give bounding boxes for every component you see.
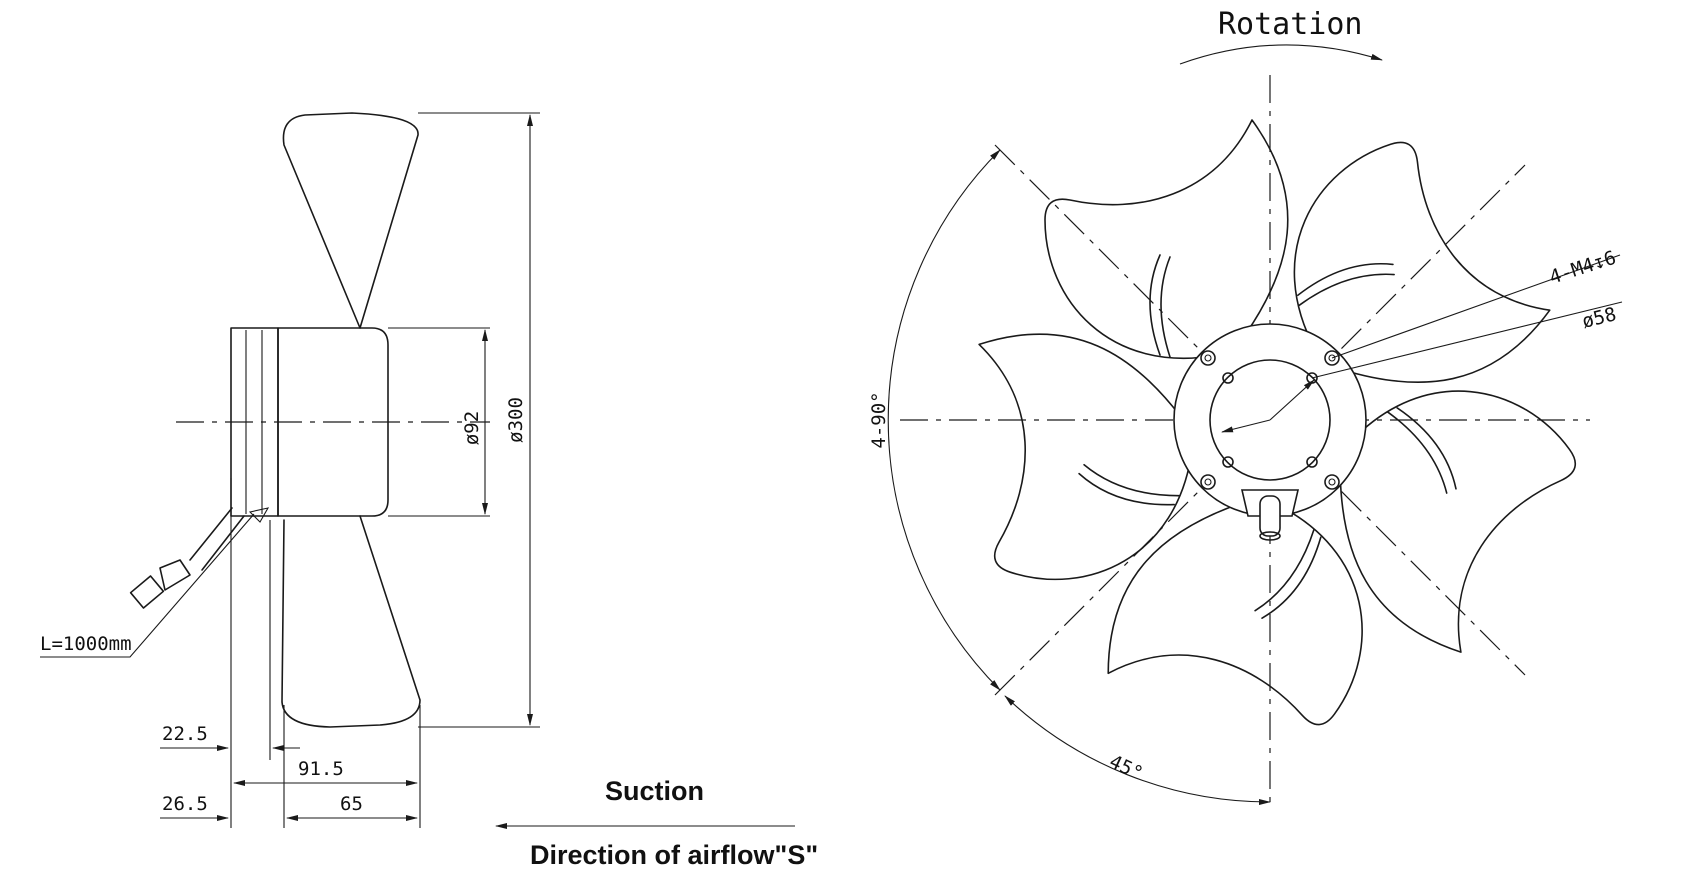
outer-bolts xyxy=(1200,350,1340,490)
airflow-direction-label: Direction of airflow"S" xyxy=(530,840,818,870)
rotation-arrow xyxy=(1179,44,1383,65)
hub-inner-ring xyxy=(1209,359,1331,481)
bolt-circle-label: ø58 xyxy=(1580,303,1619,333)
mount-holes-leader xyxy=(1331,254,1621,359)
side-view: L=1000mm ø92 ø300 22.5 91.5 26.5 65 xyxy=(40,112,540,828)
cable-gland xyxy=(1240,489,1300,541)
fan-blades xyxy=(914,112,1630,796)
cable-leader xyxy=(40,513,255,658)
upper-blade xyxy=(282,112,419,329)
fan-diameter-label: ø300 xyxy=(505,397,527,443)
angle-arc xyxy=(1004,695,1271,806)
motor-housing xyxy=(277,327,389,517)
front-view: 4-M4↧6 ø58 4-90° 45° Rotation xyxy=(868,7,1630,810)
suction-label: Suction xyxy=(605,776,704,806)
airflow-indicator: Suction Direction of airflow"S" xyxy=(495,776,818,870)
bolt-circle-leader xyxy=(1311,301,1623,379)
blade-slots xyxy=(1075,254,1465,625)
fan-blade xyxy=(1044,119,1289,360)
lower-blade xyxy=(281,515,421,728)
dim-22-5-label: 22.5 xyxy=(162,723,208,745)
mount-holes xyxy=(1222,372,1318,468)
rotation-label: Rotation xyxy=(1218,7,1363,42)
hole-spacing-arc xyxy=(887,149,1001,691)
cable-assembly xyxy=(129,507,270,609)
mount-holes-label: 4-M4↧6 xyxy=(1547,247,1619,289)
dim-91-5-label: 91.5 xyxy=(298,758,344,780)
cable-length-label: L=1000mm xyxy=(40,633,132,655)
dim-65-label: 65 xyxy=(340,793,363,815)
fan-blade xyxy=(914,309,1218,616)
dim-26-5-label: 26.5 xyxy=(162,793,208,815)
hub-diameter-label: ø92 xyxy=(461,411,483,445)
hole-spacing-label: 4-90° xyxy=(868,391,890,448)
